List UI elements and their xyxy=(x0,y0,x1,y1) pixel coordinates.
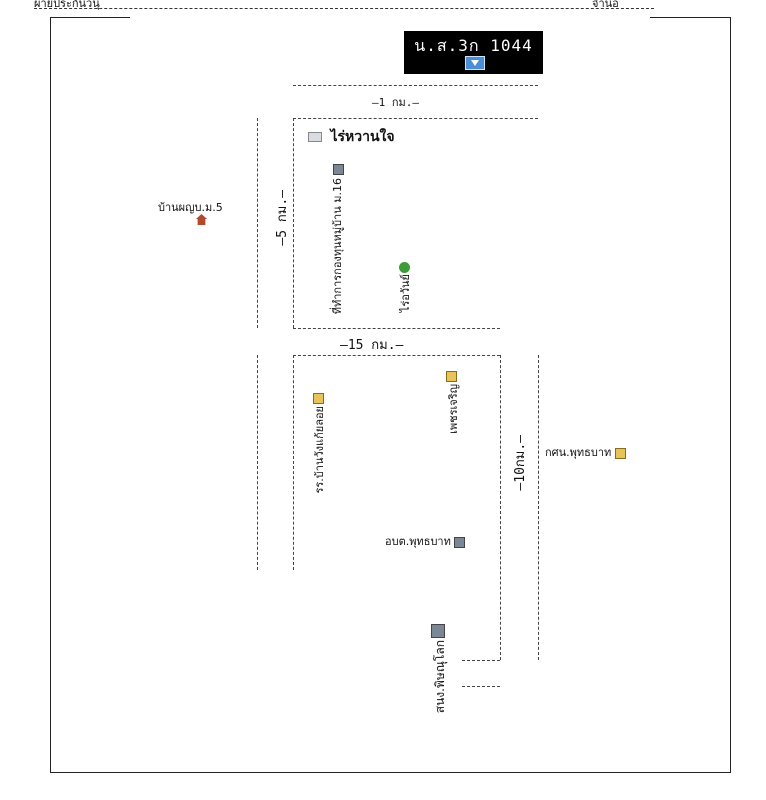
header-rule xyxy=(34,8,654,9)
dropdown-arrow-icon[interactable] xyxy=(465,56,485,70)
school-icon xyxy=(446,371,457,382)
school-icon xyxy=(614,447,626,459)
header-left-text: ผ่ายประกันวนุ xyxy=(34,0,100,10)
building-icon xyxy=(431,624,445,638)
header-right-text: จำนอ xyxy=(592,0,619,10)
place-obt-phutthabat: อบต.พุทธบาท xyxy=(385,532,466,550)
place-kshn-phutthabat-label: กศน.พุทธบาท xyxy=(545,446,612,459)
tree-icon xyxy=(399,262,410,273)
road-far-right xyxy=(538,355,539,660)
building-icon xyxy=(454,536,466,548)
place-kshn-phutthabat: กศน.พุทธบาท xyxy=(545,443,626,461)
frame-gap xyxy=(130,14,650,20)
place-rai-nam-label: ไร่อวันย์ xyxy=(399,274,412,313)
place-phet-charoen-label: เพชรเจริญ xyxy=(447,384,460,434)
place-obt-phutthabat-label: อบต.พุทธบาท xyxy=(385,535,451,548)
distance-middle: —15 กม.— xyxy=(340,338,404,353)
road-lower-far-left xyxy=(257,355,258,570)
distance-top: —1 กม.— xyxy=(372,96,420,109)
road-lower-left xyxy=(293,355,294,570)
school-icon xyxy=(313,393,324,404)
road-block-left xyxy=(293,118,294,328)
road-stub-1 xyxy=(462,660,500,661)
road-upper xyxy=(293,118,538,119)
place-baan-noen-label: บ้านผญบ.ม.5 xyxy=(158,201,223,214)
signpost-icon xyxy=(308,132,322,142)
deed-badge: น.ส.3ก 1044 xyxy=(404,31,543,74)
road-stub-2 xyxy=(462,686,500,687)
house-icon xyxy=(196,214,207,225)
place-rai-waan-jai-label: ไร่หวานใจ xyxy=(330,129,395,145)
road-right xyxy=(500,355,501,660)
road-far-left xyxy=(257,118,258,328)
place-rai-waan-jai: ไร่หวานใจ xyxy=(308,126,395,148)
building-icon xyxy=(333,164,344,175)
place-village-head-label: ที่ทำการกองทุนหมู่บ้าน ม.16 xyxy=(331,178,344,315)
place-sno-label: สนง.พิษณุโลก xyxy=(433,640,447,714)
distance-left-vertical: —5 กม.— xyxy=(275,190,290,246)
distance-right-vertical: —10กม.— xyxy=(513,435,528,491)
road-middle xyxy=(293,355,500,356)
road-top xyxy=(293,85,538,86)
deed-code: น.ส.3ก 1044 xyxy=(414,36,533,55)
road-block-bottom xyxy=(293,328,500,329)
place-rr-baan-wang-label: รร.บ้านวังแก้ยลอย xyxy=(313,406,326,494)
